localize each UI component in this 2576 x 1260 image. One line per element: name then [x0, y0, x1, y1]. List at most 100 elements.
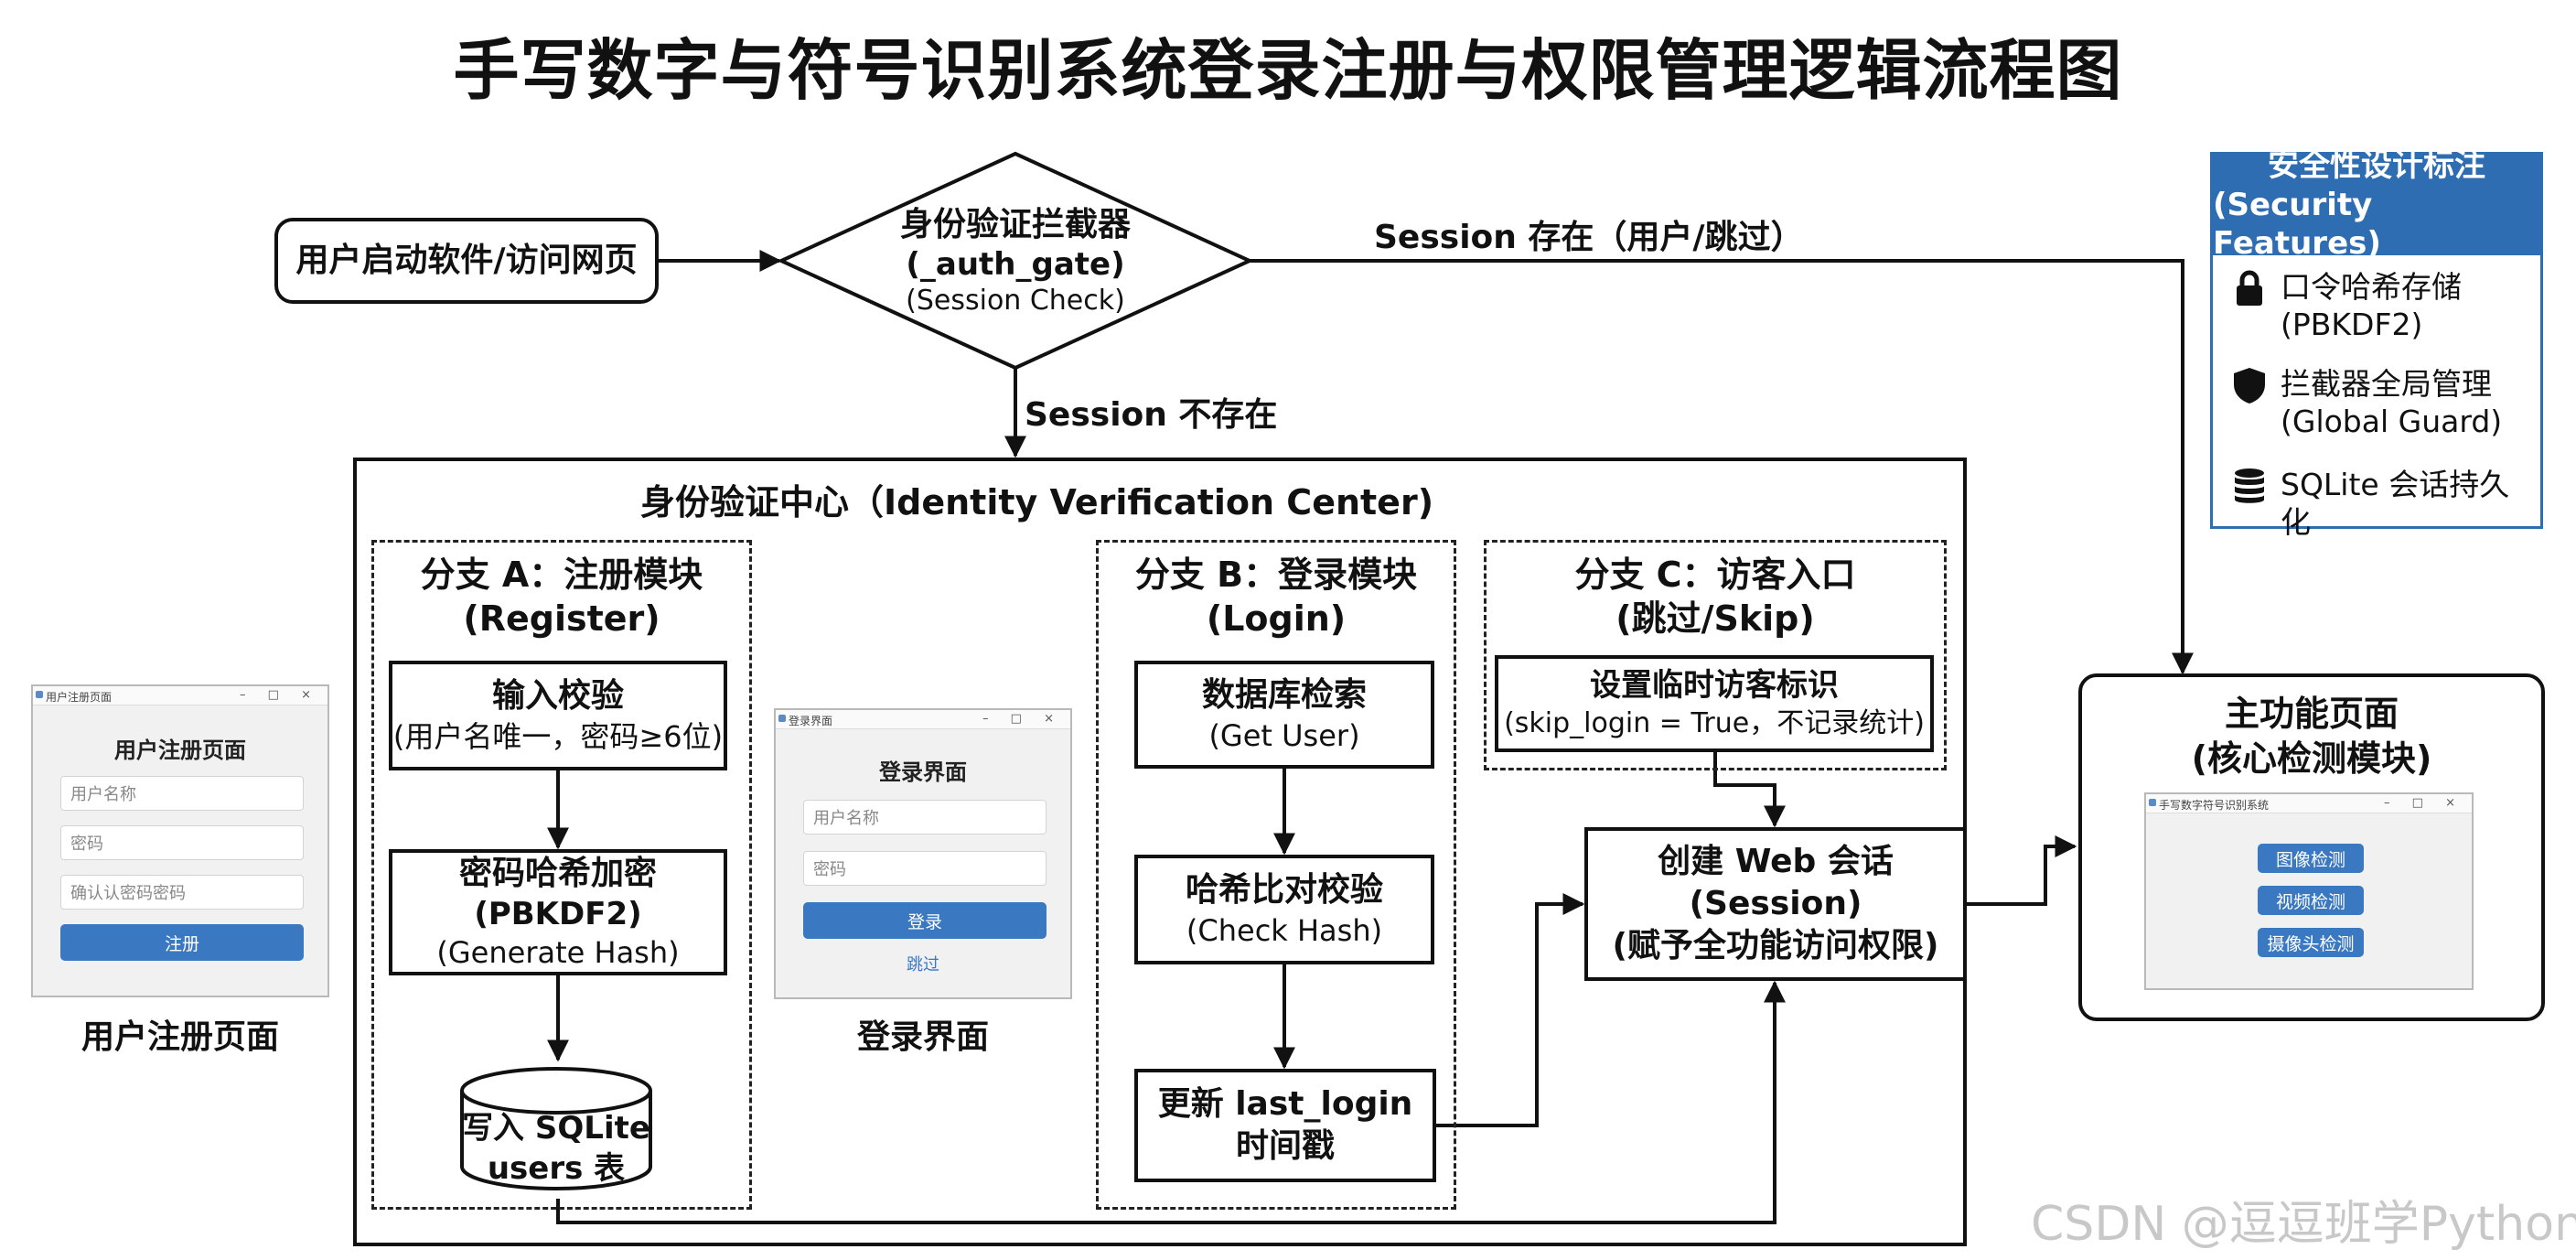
register-window-titlebar: 用户注册页面 – □ × — [33, 686, 327, 705]
security-title: 安全性设计标注 — [2268, 147, 2485, 185]
login-button[interactable]: 登录 — [803, 902, 1046, 939]
main-page-label: 主功能页面 — [2224, 694, 2399, 734]
guest-detail: (skip_login = True，不记录统计) — [1504, 706, 1925, 739]
lock-icon — [2237, 270, 2262, 306]
validate-detail: (用户名唯一，密码≥6位) — [392, 718, 724, 754]
video-detect-button[interactable]: 视频检测 — [2258, 886, 2364, 915]
skip-link[interactable]: 跳过 — [907, 955, 939, 975]
sqlite-label-line1: 写入 SQLite — [462, 1109, 650, 1147]
hash-algo: (PBKDF2) — [474, 895, 642, 932]
identity-center-title: 身份验证中心（Identity Verification Center) — [640, 482, 1434, 522]
auth-gate-subtitle: (Session Check) — [906, 285, 1125, 317]
security-panel: 安全性设计标注 (Security Features) 口令哈希存储 (PBKD… — [2210, 147, 2543, 540]
security-item-sqlite: SQLite 会话持久化 — [2229, 466, 2533, 542]
security-item-hash-line2: (PBKDF2) — [2281, 307, 2423, 343]
check-hash-label: 哈希比对校验 — [1185, 871, 1383, 910]
validate-label: 输入校验 — [491, 677, 624, 716]
get-user-node: 数据库检索 (Get User) — [1134, 661, 1434, 769]
auth-gate-function: (_auth_gate) — [906, 245, 1125, 283]
sqlite-node: 写入 SQLite users 表 — [462, 1098, 650, 1199]
sqlite-label-line2: users 表 — [487, 1150, 626, 1187]
check-hash-detail: (Check Hash) — [1186, 912, 1383, 948]
get-user-detail: (Get User) — [1208, 717, 1360, 753]
branch-a-frame: 分支 A：注册模块 (Register) — [371, 540, 752, 1210]
database-icon — [2235, 468, 2264, 503]
start-node: 用户启动软件/访问网页 — [274, 218, 659, 304]
main-page-sub: (核心检测模块) — [2191, 738, 2432, 779]
login-window-titlebar: 登录界面 – □ × — [776, 710, 1070, 729]
window-controls-icon: – □ × — [240, 688, 320, 702]
edge-label-session-exists: Session 存在（用户/跳过） — [1374, 219, 1804, 256]
start-label: 用户启动软件/访问网页 — [295, 241, 638, 279]
hash-detail: (Generate Hash) — [436, 935, 680, 971]
app-icon — [2149, 799, 2156, 806]
register-heading: 用户注册页面 — [114, 738, 246, 763]
sqlite-cylinder — [460, 1067, 652, 1190]
session-node: 创建 Web 会话 (Session) (赋予全功能访问权限) — [1584, 827, 1967, 981]
validate-node: 输入校验 (用户名唯一，密码≥6位) — [389, 661, 727, 770]
edge-label-session-missing: Session 不存在 — [1025, 396, 1278, 434]
security-panel-header: 安全性设计标注 (Security Features) — [2213, 147, 2540, 262]
branch-c-title-line1: 分支 C：访客入口 — [1574, 555, 1856, 595]
hash-label: 密码哈希加密 — [458, 854, 657, 892]
branch-b-title: 分支 B：登录模块 (Login) — [1099, 554, 1454, 641]
main-window-title: 手写数字符号识别系统 — [2159, 799, 2270, 812]
edge-gate-main — [1250, 259, 2194, 675]
login-password-input[interactable]: 密码 — [803, 851, 1046, 886]
security-item-hash-line1: 口令哈希存储 — [2281, 269, 2462, 305]
edge-session-main — [1967, 835, 2077, 906]
register-username-input[interactable]: 用户名称 — [60, 776, 304, 811]
page-title: 手写数字与符号识别系统登录注册与权限管理逻辑流程图 — [453, 32, 2123, 109]
hash-node: 密码哈希加密 (PBKDF2) (Generate Hash) — [389, 849, 727, 975]
branch-a-title-line1: 分支 A：注册模块 — [420, 555, 703, 595]
security-item-guard-line2: (Global Guard) — [2281, 404, 2503, 440]
session-detail: (赋予全功能访问权限) — [1612, 927, 1939, 965]
register-window-caption: 用户注册页面 — [80, 1018, 279, 1056]
login-username-input[interactable]: 用户名称 — [803, 800, 1046, 835]
security-subtitle: (Security Features) — [2213, 186, 2381, 263]
branch-c-title: 分支 C：访客入口 (跳过/Skip) — [1487, 554, 1944, 641]
get-user-label: 数据库检索 — [1201, 676, 1367, 715]
branch-a-title-line2: (Register) — [463, 598, 660, 639]
auth-gate-label: 身份验证拦截器 — [899, 205, 1131, 243]
camera-detect-button[interactable]: 摄像头检测 — [2258, 928, 2364, 957]
register-password-input[interactable]: 密码 — [60, 825, 304, 860]
login-heading: 登录界面 — [879, 759, 967, 785]
window-controls-icon: – □ × — [2384, 796, 2464, 810]
branch-c-frame: 分支 C：访客入口 (跳过/Skip) — [1484, 540, 1947, 770]
auth-gate-node: 身份验证拦截器 (_auth_gate) (Session Check) — [823, 192, 1208, 329]
branch-b-title-line1: 分支 B：登录模块 — [1134, 555, 1418, 595]
app-icon — [36, 691, 43, 698]
image-detect-button[interactable]: 图像检测 — [2258, 844, 2364, 873]
register-button[interactable]: 注册 — [60, 924, 304, 961]
session-sub: (Session) — [1689, 884, 1862, 922]
login-window-caption: 登录界面 — [856, 1018, 989, 1056]
security-item-guard-line1: 拦截器全局管理 — [2281, 366, 2492, 402]
branch-a-title: 分支 A：注册模块 (Register) — [374, 554, 749, 641]
branch-c-title-line2: (跳过/Skip) — [1615, 598, 1815, 639]
guest-node: 设置临时访客标识 (skip_login = True，不记录统计) — [1495, 655, 1934, 752]
register-window-title: 用户注册页面 — [46, 691, 113, 704]
shield-icon — [2234, 368, 2265, 404]
login-window-mockup: 登录界面 – □ × 登录界面 用户名称 密码 登录 跳过 — [774, 708, 1072, 999]
login-window-title: 登录界面 — [789, 715, 833, 727]
check-hash-node: 哈希比对校验 (Check Hash) — [1134, 855, 1434, 964]
register-window-mockup: 用户注册页面 – □ × 用户注册页面 用户名称 密码 确认认密码密码 注册 — [31, 684, 329, 997]
edge-sqlite-session — [556, 980, 1786, 1224]
update-login-detail: 时间戳 — [1235, 1127, 1335, 1165]
edge-update-session — [1436, 893, 1585, 1127]
branch-b-frame: 分支 B：登录模块 (Login) — [1096, 540, 1456, 1210]
session-label: 创建 Web 会话 — [1658, 842, 1894, 880]
update-login-node: 更新 last_login 时间戳 — [1134, 1069, 1436, 1182]
watermark: CSDN @逗逗班学Python — [2031, 1197, 2576, 1252]
security-item-hash: 口令哈希存储 (PBKDF2) — [2229, 268, 2533, 344]
branch-b-title-line2: (Login) — [1206, 598, 1347, 639]
app-icon — [778, 715, 786, 722]
update-login-label: 更新 last_login — [1157, 1084, 1413, 1123]
main-window-mockup: 手写数字符号识别系统 – □ × 图像检测 视频检测 摄像头检测 — [2144, 792, 2474, 990]
register-confirm-input[interactable]: 确认认密码密码 — [60, 875, 304, 910]
security-item-guard: 拦截器全局管理 (Global Guard) — [2229, 365, 2533, 441]
window-controls-icon: – □ × — [982, 712, 1063, 726]
